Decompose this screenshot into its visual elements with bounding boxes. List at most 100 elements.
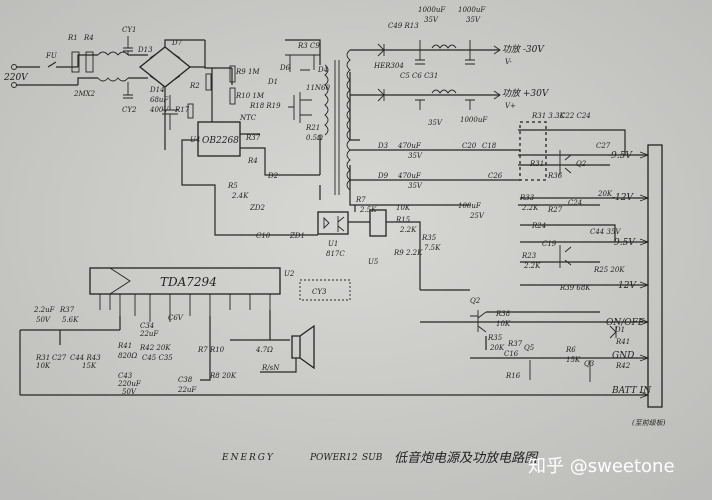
svg-text:1000uF: 1000uF: [418, 6, 446, 14]
svg-text:R6: R6: [565, 346, 576, 354]
output-inductors: [431, 44, 457, 94]
svg-text:10K: 10K: [36, 362, 51, 370]
svg-text:7.5K: 7.5K: [424, 244, 441, 252]
vplus-label: 功放 +30V: [502, 88, 550, 99]
svg-text:C5 C6 C31: C5 C6 C31: [400, 72, 438, 80]
cy3-label: CY3: [312, 288, 327, 296]
svg-text:R15: R15: [395, 216, 411, 224]
svg-text:R41: R41: [615, 338, 630, 346]
svg-text:R7: R7: [355, 196, 366, 204]
svg-text:Q2: Q2: [576, 160, 587, 168]
r4-label: R4: [83, 34, 94, 42]
svg-text:R9 2.2K: R9 2.2K: [393, 249, 423, 257]
linear-regulators: R31 3.3K C22 C24 C27 R31 R36 Q2 20K R33 …: [518, 112, 626, 292]
title-sub: SUB: [362, 453, 383, 463]
svg-text:Q2: Q2: [470, 297, 481, 305]
svg-text:R24: R24: [531, 222, 546, 230]
vminus-sub: V-: [505, 58, 512, 66]
watermark-text: 知乎 @sweetone: [528, 456, 675, 477]
svg-text:15K: 15K: [566, 356, 581, 364]
svg-text:Q5: Q5: [524, 344, 535, 352]
svg-text:R37: R37: [507, 340, 523, 348]
speaker-icon: [291, 324, 315, 370]
svg-text:D7: D7: [171, 39, 183, 47]
svg-text:R37: R37: [245, 134, 261, 142]
svg-text:R38: R38: [495, 310, 511, 318]
svg-text:2.2K: 2.2K: [521, 204, 539, 212]
cy1-label: CY1: [122, 26, 136, 34]
svg-text:R42 20K: R42 20K: [139, 344, 171, 352]
svg-text:D2: D2: [267, 172, 279, 180]
tl431-u5: [369, 209, 387, 237]
svg-text:D9: D9: [377, 172, 389, 180]
r1-label: R1: [67, 34, 78, 42]
amplifier-section: TDA7294 U2 2.2uF 50V R37 5.6K R31 10K C2…: [19, 267, 351, 396]
common-mode-choke: [97, 51, 129, 82]
svg-text:25V: 25V: [469, 212, 485, 220]
svg-text:R37: R37: [59, 306, 75, 314]
vplus-sub: V+: [505, 102, 516, 110]
svg-text:2.2K: 2.2K: [523, 262, 541, 270]
svg-text:R35: R35: [421, 234, 437, 242]
svg-text:C43: C43: [118, 372, 133, 380]
svg-text:D1: D1: [614, 326, 625, 334]
fuse-label: FU: [45, 52, 58, 60]
svg-text:C20: C20: [462, 142, 477, 150]
svg-text:R21: R21: [305, 124, 320, 132]
svg-text:R23: R23: [521, 252, 537, 260]
svg-text:R33: R33: [519, 194, 535, 202]
pin-1-label: -9.5V: [608, 151, 633, 161]
svg-text:11N60: 11N60: [306, 84, 330, 92]
svg-text:1000uF: 1000uF: [460, 116, 488, 124]
svg-text:50V: 50V: [122, 388, 137, 396]
svg-text:20K: 20K: [597, 190, 613, 198]
svg-text:R3: R3: [297, 42, 308, 50]
svg-text:C44 R43: C44 R43: [70, 354, 101, 362]
title-block: ENERGY POWER12 SUB 低音炮电源及功放电路图: [221, 450, 539, 466]
svg-text:C19: C19: [542, 240, 557, 248]
svg-text:R4: R4: [247, 157, 258, 165]
pin-4-label: 12V: [618, 281, 637, 291]
svg-text:Q3: Q3: [584, 360, 595, 368]
u2-label: U2: [284, 270, 295, 278]
svg-text:R9 1M: R9 1M: [235, 68, 260, 76]
pin-3-label: 9.5V: [614, 238, 636, 248]
title-model: POWER12: [309, 453, 358, 463]
her304-label: HER304: [373, 62, 404, 70]
svg-text:C6V: C6V: [168, 314, 184, 322]
svg-text:2.4K: 2.4K: [231, 192, 249, 200]
svg-text:C22 C24: C22 C24: [560, 112, 591, 120]
svg-text:820Ω: 820Ω: [118, 352, 137, 360]
svg-text:R17: R17: [174, 106, 190, 114]
svg-text:68uF: 68uF: [150, 96, 169, 104]
svg-text:400V: 400V: [149, 106, 169, 114]
title-chinese: 低音炮电源及功放电路图: [394, 450, 539, 466]
svg-text:R35: R35: [487, 334, 503, 342]
svg-text:20K: 20K: [489, 344, 505, 352]
cy2-label: CY2: [122, 106, 137, 114]
svg-text:C45 C35: C45 C35: [142, 354, 173, 362]
svg-text:R7 R10: R7 R10: [197, 346, 225, 354]
tda7294-ic: [89, 267, 281, 295]
svg-text:22uF: 22uF: [139, 330, 159, 338]
svg-text:D13: D13: [137, 46, 153, 54]
mains-input-section: 220V FU R1 R4 2MX2 CY1 CY2: [3, 26, 148, 114]
svg-text:35V: 35V: [408, 182, 423, 190]
svg-text:50V: 50V: [36, 316, 51, 324]
svg-text:D6: D6: [279, 64, 291, 72]
power-switch-section: Q2 R38 10K R35 20K R37 C16 R16 Q5 R6 15K…: [420, 289, 631, 382]
connector-block: -9.5V -12V 9.5V 12V ON/OFF GND BATT IN (…: [20, 144, 666, 427]
svg-text:R18 R19: R18 R19: [249, 102, 281, 110]
pwm-controller-section: OB2268 U4 R2 R9 1M R10 1M R17 NTC R18 R1…: [174, 40, 330, 236]
svg-text:C9: C9: [310, 42, 320, 50]
svg-text:R5: R5: [227, 182, 238, 190]
connector-note: (至前级板): [632, 419, 666, 427]
pin-6-label: GND: [612, 351, 634, 361]
svg-text:15K: 15K: [82, 362, 97, 370]
svg-text:C18: C18: [482, 142, 497, 150]
svg-text:R25 20K: R25 20K: [593, 266, 625, 274]
svg-text:R8 20K: R8 20K: [209, 372, 237, 380]
svg-text:0.5Ω: 0.5Ω: [306, 134, 323, 142]
svg-text:35V: 35V: [408, 152, 423, 160]
